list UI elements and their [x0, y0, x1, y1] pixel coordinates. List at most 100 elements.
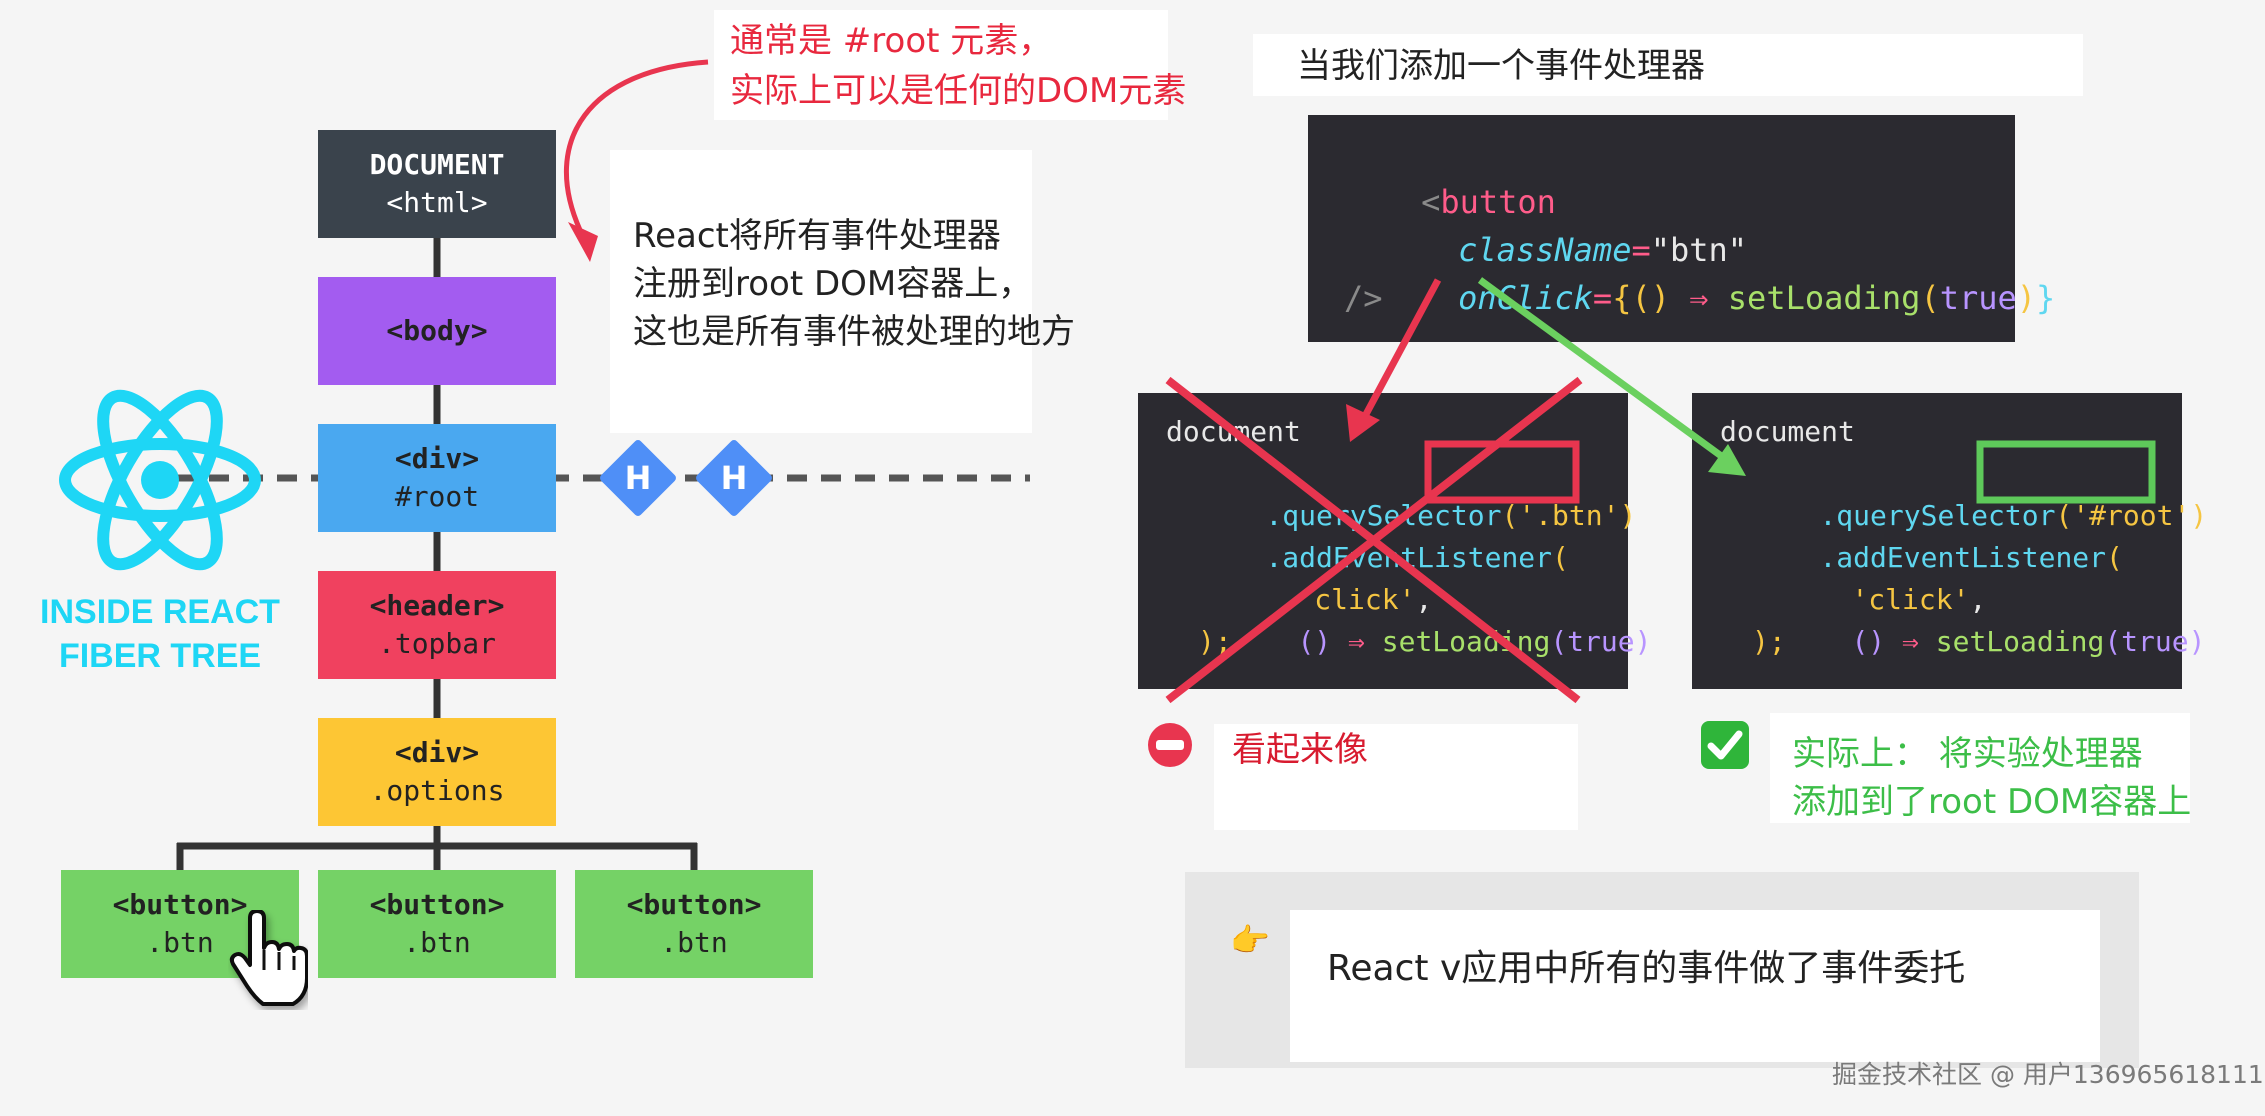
header-note-box [1253, 34, 2083, 96]
red-arrow-head [1346, 404, 1380, 442]
node-button-2[interactable]: <button> .btn [318, 870, 556, 978]
react-note: React将所有事件处理器 注册到root DOM容器上， 这也是所有事件被处理… [633, 212, 1075, 356]
right-event-name: 'click' [1851, 583, 1970, 616]
fiber-tree-label-line2: FIBER TREE [58, 637, 262, 675]
node-options: <div> .options [318, 718, 556, 826]
node-root: <div> #root [318, 424, 556, 532]
right-event-comma: , [1969, 583, 1987, 616]
fiber-tree-label-line1: INSIDE REACT [40, 593, 280, 631]
node-button-3-sub: .btn [660, 926, 728, 959]
node-button-3-tag: <button> [626, 888, 762, 921]
right-queryselector: .querySelector [1819, 499, 2056, 532]
right-addeventlistener: .addEventListener [1819, 541, 2107, 574]
jsx-onclick-brace-open: { [1612, 279, 1632, 317]
right-qs-arg: '#root' [2072, 499, 2191, 532]
check-icon [1701, 721, 1749, 769]
react-note-line1: React将所有事件处理器 [633, 216, 1001, 256]
node-root-tag: <div> [394, 442, 480, 475]
jsx-onclick-arg: true [1939, 279, 2017, 317]
summary-card [1290, 910, 2100, 1062]
right-close: ); [1752, 625, 1786, 658]
react-note-line2: 注册到root DOM容器上， [633, 264, 1033, 304]
jsx-open-bracket: < [1421, 183, 1441, 221]
node-document: DOCUMENT <html> [318, 130, 556, 238]
jsx-onclick-paren-open: ( [1920, 279, 1940, 317]
actually-text: 实际上： 将实验处理器 添加到了root DOM容器上 [1792, 730, 2191, 826]
jsx-onclick-parens: () [1631, 279, 1670, 317]
jsx-close-bracket: /> [1344, 279, 1383, 317]
wrong-qs-paren-open: ( [1501, 499, 1519, 532]
node-button-1-tag: <button> [112, 888, 248, 921]
green-arrow-head [1708, 444, 1746, 476]
wrong-highlight-box [1424, 440, 1580, 504]
wrong-handler-arg: true [1567, 625, 1635, 658]
hand-cursor-icon [229, 910, 308, 1006]
root-note-box [714, 10, 1168, 120]
node-root-sub: #root [394, 480, 480, 513]
right-ael-paren: ( [2106, 541, 2123, 574]
right-handler-paren-close: ) [2188, 625, 2206, 658]
node-button-1-sub: .btn [146, 926, 214, 959]
jsx-onclick-eq: = [1592, 279, 1613, 317]
jsx-classname-value: "btn" [1650, 231, 1748, 269]
node-button-3[interactable]: <button> .btn [575, 870, 813, 978]
handler-label-2: H [720, 459, 748, 497]
right-handler-parens: () [1851, 625, 1886, 658]
wrong-qs-paren-close: ) [1619, 499, 1637, 532]
node-options-sub: .options [369, 774, 505, 807]
right-qs-paren-close: ) [2190, 499, 2208, 532]
looks-like-text: 看起来像 [1232, 730, 1368, 770]
node-button-2-tag: <button> [369, 888, 505, 921]
fiber-tree-label: INSIDE REACT FIBER TREE [20, 590, 300, 678]
root-note: 通常是 #root 元素， 实际上可以是任何的DOM元素 [730, 16, 1186, 116]
node-document-sub: <html> [386, 186, 488, 219]
wrong-handler-paren-open: ( [1550, 625, 1568, 658]
node-options-tag: <div> [394, 736, 480, 769]
jsx-tag: button [1440, 183, 1556, 221]
node-document-tag: DOCUMENT [369, 148, 505, 181]
react-note-box [610, 150, 1032, 433]
wrong-handler-arrow: ⇒ [1348, 625, 1365, 658]
node-body: <body> [318, 277, 556, 385]
react-logo-icon [59, 389, 261, 571]
right-handler-paren-open: ( [2104, 625, 2122, 658]
node-body-tag: <body> [386, 314, 488, 347]
root-note-line2: 实际上可以是任何的DOM元素 [730, 71, 1187, 111]
jsx-classname-attr: className [1458, 231, 1632, 269]
wrong-queryselector: .querySelector [1265, 499, 1502, 532]
react-note-line3: 这也是所有事件被处理的地方 [633, 312, 1075, 352]
right-qs-paren-open: ( [2055, 499, 2073, 532]
root-note-line1: 通常是 #root 元素， [730, 21, 1053, 61]
green-arrow-line [1477, 277, 1727, 461]
right-handler-arg: true [2121, 625, 2189, 658]
actually-line1: 实际上： 将实验处理器 [1792, 734, 2143, 774]
actually-line2: 添加到了root DOM容器上 [1792, 782, 2192, 822]
pointing-hand-icon: 👉 [1230, 921, 1270, 959]
jsx-onclick-arrow: ⇒ [1689, 279, 1709, 317]
summary-text: React v应用中所有的事件做了事件委托 [1327, 948, 1966, 989]
watermark: 掘金技术社区 @ 用户136965618111 [1832, 1060, 2264, 1089]
wrong-handler-paren-close: ) [1634, 625, 1652, 658]
handler-label-1: H [624, 459, 652, 497]
jsx-onclick-paren-close: ) [2016, 279, 2037, 317]
node-button-2-sub: .btn [403, 926, 471, 959]
wrong-ael-paren: ( [1552, 541, 1569, 574]
jsx-onclick-fn: setLoading [1727, 279, 1921, 317]
wrong-handler-parens: () [1297, 625, 1332, 658]
right-document: document [1720, 415, 1855, 448]
wrong-event-comma: , [1415, 583, 1433, 616]
header-note: 当我们添加一个事件处理器 [1297, 46, 1705, 86]
right-handler-fn: setLoading [1935, 625, 2105, 658]
no-entry-icon [1148, 723, 1192, 767]
right-highlight-box [1976, 440, 2156, 504]
node-header-tag: <header> [369, 589, 505, 622]
wrong-cross-line-2 [1165, 376, 1583, 704]
jsx-onclick-brace-close: } [2036, 279, 2056, 317]
right-handler-arrow: ⇒ [1902, 625, 1919, 658]
wrong-qs-arg: '.btn' [1518, 499, 1620, 532]
node-header-sub: .topbar [377, 627, 496, 660]
actually-box [1770, 713, 2190, 823]
red-arrow-line [1360, 278, 1442, 420]
